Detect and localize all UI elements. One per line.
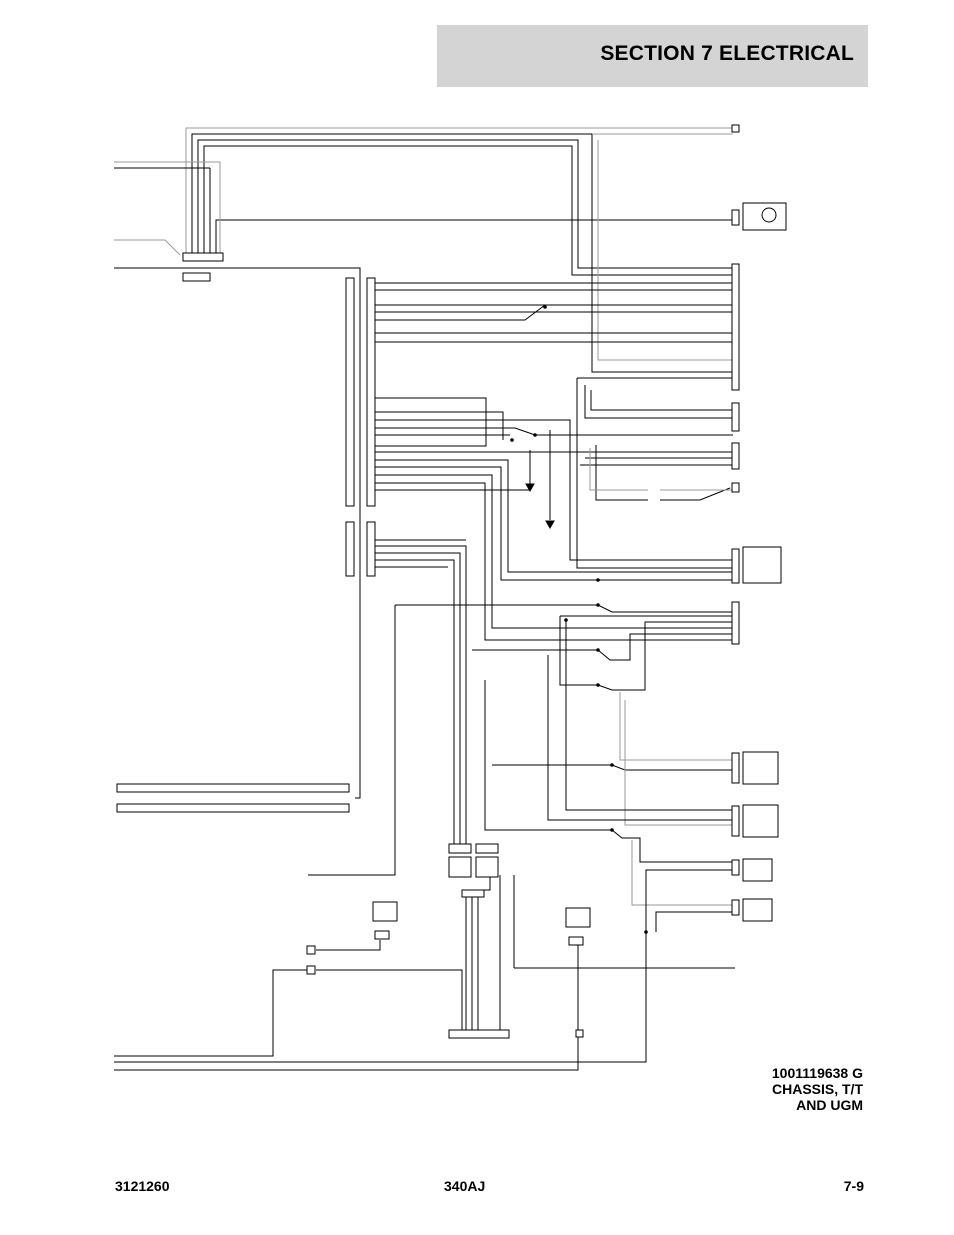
drawing-caption: 1001119638 G CHASSIS, T/T AND UGM <box>772 1065 863 1113</box>
footer-document-number: 3121260 <box>115 1178 170 1194</box>
section-header: SECTION 7 ELECTRICAL <box>437 25 868 87</box>
caption-line-2: CHASSIS, T/T <box>771 1081 863 1097</box>
caption-line-3: AND UGM <box>796 1097 863 1113</box>
section-title: SECTION 7 ELECTRICAL <box>600 42 854 65</box>
footer-page-number: 7-9 <box>843 1178 864 1194</box>
footer-model: 340AJ <box>444 1178 486 1194</box>
caption-drawing-number: 1001119638 G <box>771 1065 863 1081</box>
